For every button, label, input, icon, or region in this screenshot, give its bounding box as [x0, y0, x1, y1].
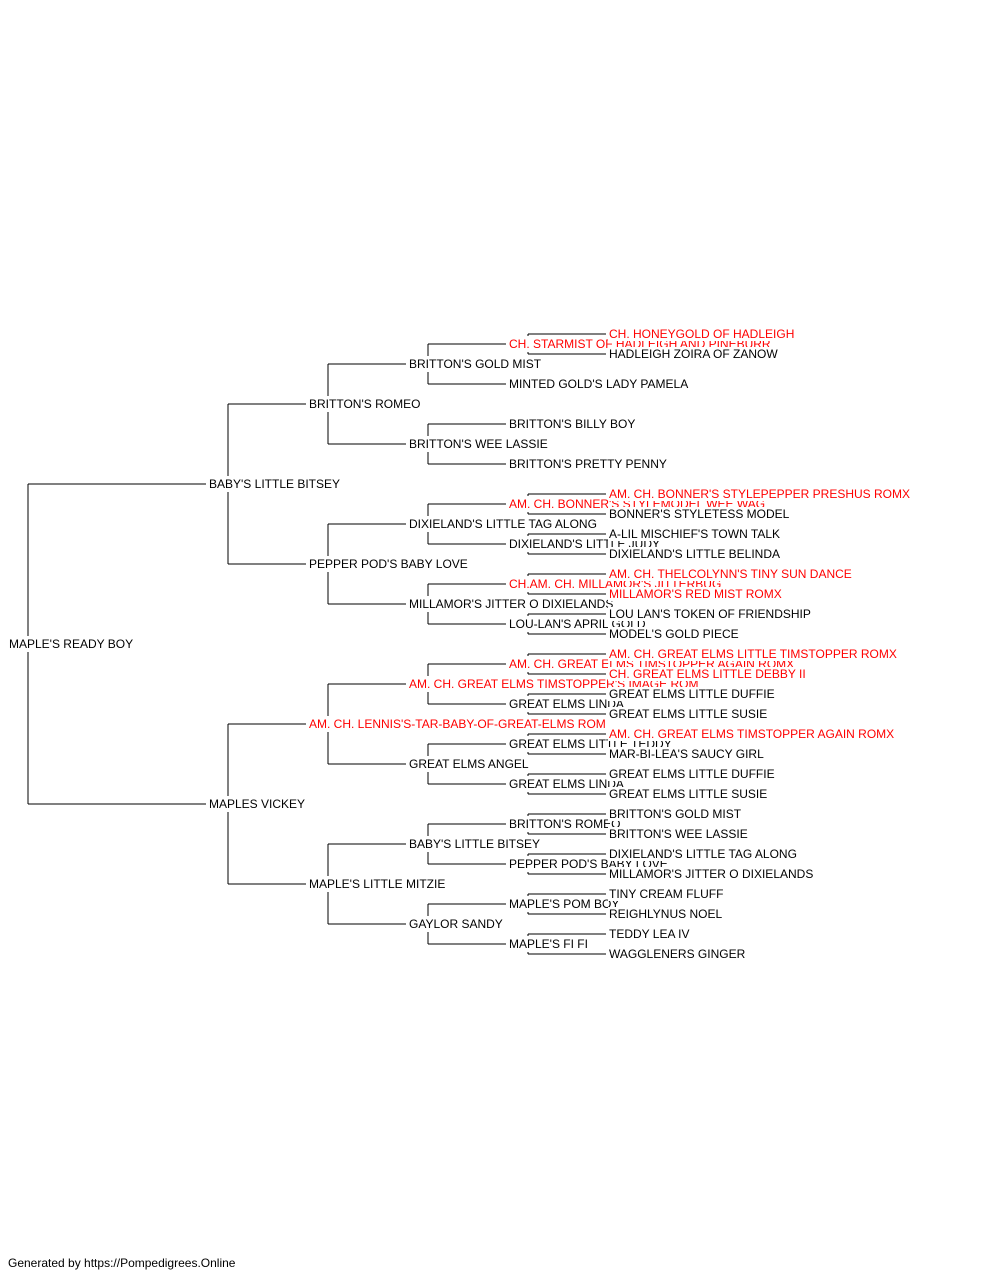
- ancestor-name-gen2-dam: PEPPER POD'S BABY LOVE: [308, 557, 469, 571]
- ancestor-name-gen1-dam: MAPLES VICKEY: [208, 797, 307, 811]
- ancestor-name-gen3-dam: GAYLOR SANDY: [408, 917, 504, 931]
- ancestor-name-gen3-dam: MILLAMOR'S JITTER O DIXIELANDS: [408, 597, 615, 611]
- ancestor-name-gen5-sire: TINY CREAM FLUFF: [608, 887, 725, 901]
- ancestor-name-gen3-dam: GREAT ELMS ANGEL: [408, 757, 530, 771]
- ancestor-name-gen5-sire: AM. CH. THELCOLYNN'S TINY SUN DANCE: [608, 567, 853, 581]
- ancestor-name-gen4-sire: BRITTON'S ROMEO: [508, 817, 622, 831]
- ancestor-name-gen2-sire: BRITTON'S ROMEO: [308, 397, 422, 411]
- ancestor-name-gen4-sire: BRITTON'S BILLY BOY: [508, 417, 637, 431]
- ancestor-name-gen4-dam: MAPLE'S FI FI: [508, 937, 589, 951]
- ancestor-name-gen5-dam: GREAT ELMS LITTLE SUSIE: [608, 787, 769, 801]
- ancestor-name-gen5-sire: AM. CH. GREAT ELMS TIMSTOPPER AGAIN ROMX: [608, 727, 896, 741]
- ancestor-name-gen5-sire: TEDDY LEA IV: [608, 927, 691, 941]
- ancestor-name-gen5-sire: DIXIELAND'S LITTLE TAG ALONG: [608, 847, 798, 861]
- ancestor-name-gen4-dam: MINTED GOLD'S LADY PAMELA: [508, 377, 690, 391]
- ancestor-name-gen5-dam: CH. GREAT ELMS LITTLE DEBBY II: [608, 667, 807, 681]
- ancestor-name-gen3-dam: BRITTON'S WEE LASSIE: [408, 437, 549, 451]
- ancestor-name-gen4-sire: MAPLE'S POM BOY: [508, 897, 621, 911]
- ancestor-name-gen5-sire: A-LIL MISCHIEF'S TOWN TALK: [608, 527, 781, 541]
- ancestor-name-gen3-sire: BRITTON'S GOLD MIST: [408, 357, 543, 371]
- ancestor-name-gen5-dam: MILLAMOR'S RED MIST ROMX: [608, 587, 783, 601]
- ancestor-name-gen5-dam: WAGGLENERS GINGER: [608, 947, 747, 961]
- ancestor-name-gen1-sire: BABY'S LITTLE BITSEY: [208, 477, 342, 491]
- ancestor-name-gen2-dam: MAPLE'S LITTLE MITZIE: [308, 877, 447, 891]
- ancestor-name-gen4-dam: GREAT ELMS LINDA: [508, 777, 625, 791]
- ancestor-name-gen5-dam: BONNER'S STYLETESS MODEL: [608, 507, 791, 521]
- ancestor-name-gen5-sire: CH. HONEYGOLD OF HADLEIGH: [608, 327, 796, 341]
- ancestor-name-gen5-dam: MILLAMOR'S JITTER O DIXIELANDS: [608, 867, 815, 881]
- ancestor-name-gen3-sire: BABY'S LITTLE BITSEY: [408, 837, 542, 851]
- ancestor-name-gen5-dam: DIXIELAND'S LITTLE BELINDA: [608, 547, 782, 561]
- ancestor-name-gen5-dam: BRITTON'S WEE LASSIE: [608, 827, 749, 841]
- ancestor-name-gen5-sire: LOU LAN'S TOKEN OF FRIENDSHIP: [608, 607, 812, 621]
- ancestor-name-gen5-dam: GREAT ELMS LITTLE SUSIE: [608, 707, 769, 721]
- footer-credit: Generated by https://Pompedigrees.Online: [8, 1256, 236, 1270]
- ancestor-name-gen5-sire: AM. CH. BONNER'S STYLEPEPPER PRESHUS ROM…: [608, 487, 912, 501]
- ancestor-name-gen4-dam: GREAT ELMS LINDA: [508, 697, 625, 711]
- ancestor-name-gen3-sire: DIXIELAND'S LITTLE TAG ALONG: [408, 517, 598, 531]
- ancestor-name-gen2-sire: AM. CH. LENNIS'S-TAR-BABY-OF-GREAT-ELMS …: [308, 717, 607, 731]
- ancestor-name-gen5-dam: HADLEIGH ZOIRA OF ZANOW: [608, 347, 779, 361]
- ancestor-name-gen5-dam: REIGHLYNUS NOEL: [608, 907, 724, 921]
- ancestor-name-gen5-sire: AM. CH. GREAT ELMS LITTLE TIMSTOPPER ROM…: [608, 647, 898, 661]
- ancestor-name-gen5-dam: MODEL'S GOLD PIECE: [608, 627, 740, 641]
- ancestor-name-gen5-sire: BRITTON'S GOLD MIST: [608, 807, 743, 821]
- ancestor-name-gen4-dam: BRITTON'S PRETTY PENNY: [508, 457, 668, 471]
- subject-dog-name: MAPLE'S READY BOY: [8, 637, 135, 651]
- ancestor-name-gen5-sire: GREAT ELMS LITTLE DUFFIE: [608, 687, 776, 701]
- ancestor-name-gen5-dam: MAR-BI-LEA'S SAUCY GIRL: [608, 747, 765, 761]
- ancestor-name-gen5-sire: GREAT ELMS LITTLE DUFFIE: [608, 767, 776, 781]
